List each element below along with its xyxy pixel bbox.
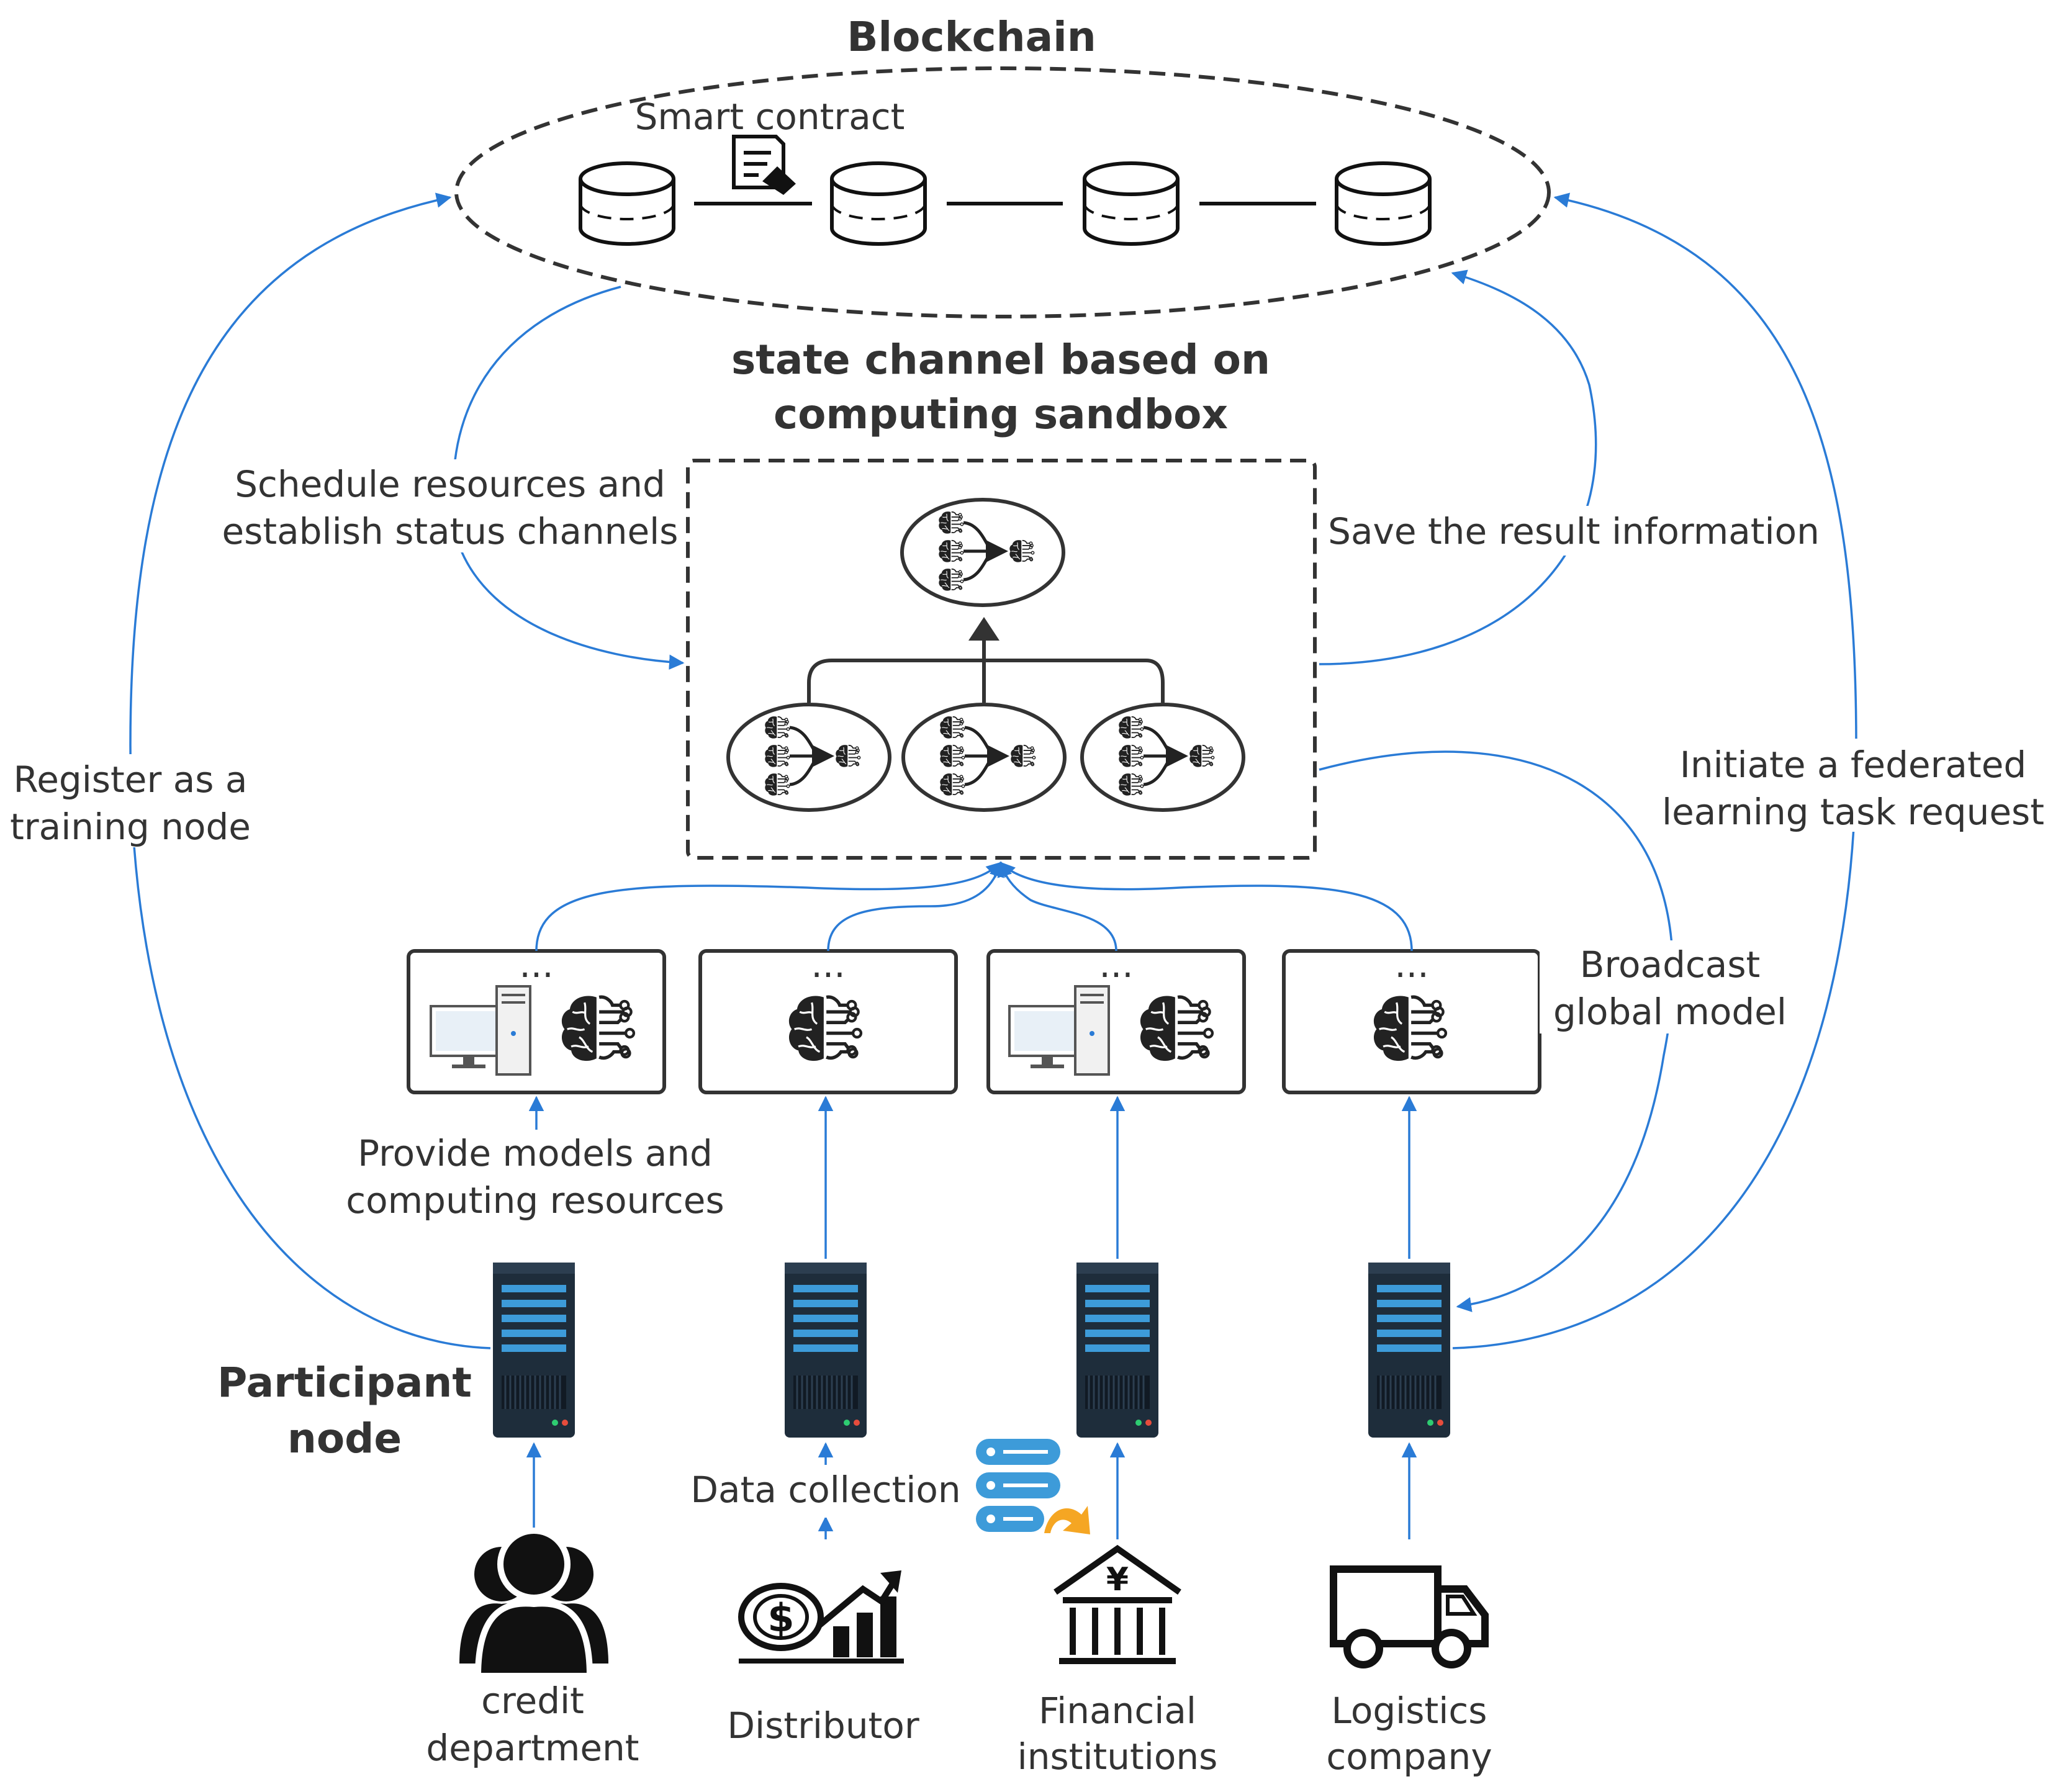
ledger-node-1-icon <box>580 163 674 244</box>
participant-server-2-icon <box>783 1261 868 1439</box>
bank-icon <box>1054 1544 1181 1664</box>
data-collection-label: Data collection <box>690 1469 960 1511</box>
participant-2-label: Distributor <box>727 1704 919 1747</box>
participant-3-label-line2: institutions <box>1017 1736 1218 1778</box>
ledger-node-4-icon <box>1337 163 1430 244</box>
resource-box-1: ... <box>407 943 666 1094</box>
participant-server-4-icon <box>1367 1261 1451 1439</box>
bank-currency-symbol: ¥ <box>1106 1561 1129 1598</box>
smart-contract-label: Smart contract <box>635 96 905 138</box>
save-result-label: Save the result information <box>1328 510 1820 552</box>
sandbox-title-line1: state channel based on <box>731 336 1270 384</box>
participant-server-1-icon <box>492 1261 576 1439</box>
dollar-symbol: $ <box>767 1595 794 1641</box>
participant-1-label-line1: credit <box>481 1680 584 1722</box>
data-collection-icon <box>976 1439 1090 1534</box>
schedule-label-line2: establish status channels <box>222 510 678 552</box>
local-aggregation-node-2 <box>903 705 1065 810</box>
ledger-node-2-icon <box>832 163 925 244</box>
broadcast-label-line2: global model <box>1553 991 1787 1033</box>
register-label-line2: training node <box>10 806 251 848</box>
participant-3-label-line1: Financial <box>1039 1690 1196 1732</box>
participant-server-3-icon <box>1075 1261 1160 1439</box>
sandbox-title-line2: computing sandbox <box>774 390 1228 438</box>
register-label-line1: Register as a <box>14 759 248 801</box>
participant-1-label-line2: department <box>426 1727 639 1769</box>
blockchain-title: Blockchain <box>847 13 1096 61</box>
ledger-node-3-icon <box>1085 163 1178 244</box>
global-aggregation-node <box>902 500 1063 605</box>
participant-4-label-line1: Logistics <box>1332 1690 1487 1732</box>
participant-title-line1: Participant <box>217 1359 472 1407</box>
blockchain-boundary <box>454 66 1551 318</box>
contract-document-icon <box>732 135 796 195</box>
people-icon <box>459 1528 608 1679</box>
truck-icon <box>1330 1565 1489 1668</box>
aggregation-arrow-head <box>968 617 999 641</box>
initiate-label-line2: learning task request <box>1662 791 2044 833</box>
sandbox-boundary <box>686 459 1317 860</box>
resource-box-4: ... <box>1282 943 1541 1094</box>
participant-title-line2: node <box>287 1415 402 1462</box>
provide-label-line1: Provide models and <box>358 1132 713 1174</box>
flow-arrows <box>129 192 1857 1539</box>
broadcast-label-line1: Broadcast <box>1580 943 1761 986</box>
money-growth-icon: $ <box>738 1570 904 1664</box>
local-aggregation-node-1 <box>728 705 890 810</box>
resource-box-2: ... <box>698 943 958 1094</box>
resource-box-3: ... <box>986 943 1246 1094</box>
schedule-label-line1: Schedule resources and <box>235 463 666 505</box>
provide-label-line2: computing resources <box>346 1179 724 1222</box>
aggregation-tree-links <box>807 639 1165 703</box>
local-aggregation-node-3 <box>1082 705 1243 810</box>
initiate-label-line1: Initiate a federated <box>1680 744 2026 786</box>
participant-4-label-line2: company <box>1326 1736 1492 1778</box>
